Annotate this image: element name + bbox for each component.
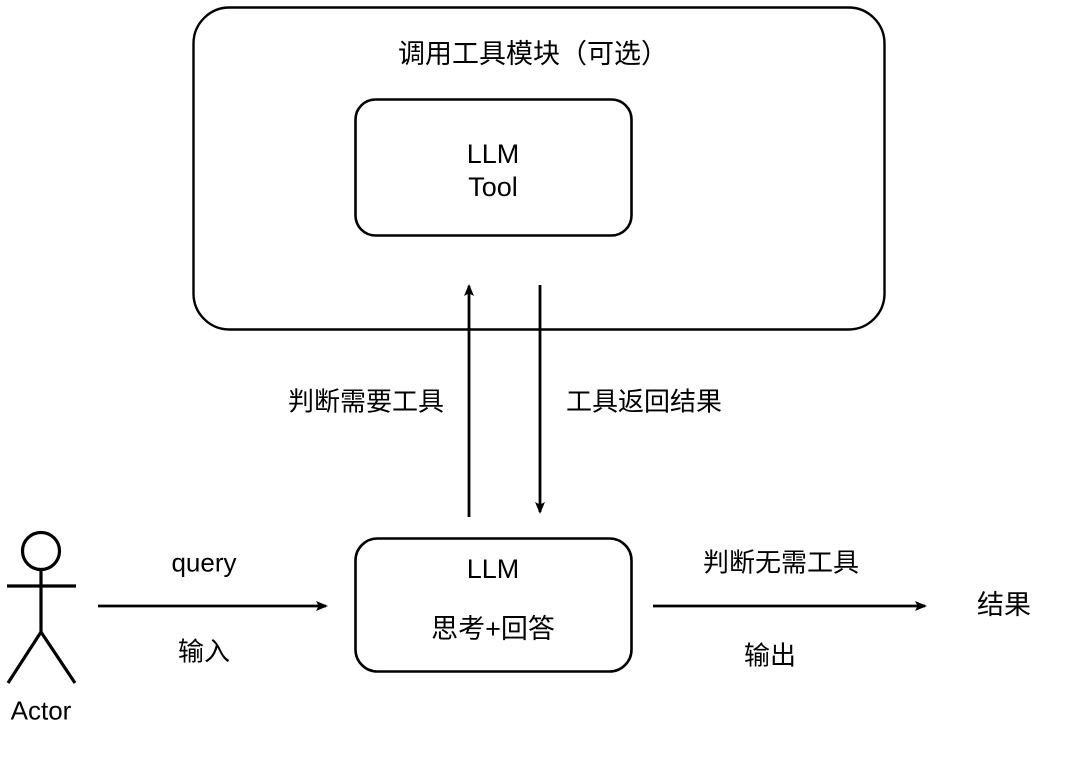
actor-leg-left (6, 631, 43, 684)
actor-leg-right (39, 631, 77, 684)
actor-label: Actor (10, 695, 72, 726)
actor-head-icon (20, 530, 62, 572)
edge-label-query: query (171, 547, 237, 578)
llm-tool-box (354, 98, 633, 237)
llm-main-label-line1: LLM (466, 554, 520, 585)
actor-figure (6, 530, 77, 684)
edge-label-input: 输入 (177, 636, 231, 667)
llm-tool-label-line1: LLM (466, 139, 520, 170)
llm-main-label-line2: 思考+回答 (431, 614, 555, 645)
llm-tool-label-line2: Tool (468, 172, 518, 203)
edge-label-output: 输出 (743, 640, 797, 671)
edge-label-no-tool-needed: 判断无需工具 (702, 547, 860, 578)
tool-module-title: 调用工具模块（可选） (398, 39, 668, 70)
edge-label-from-tool: 工具返回结果 (565, 386, 723, 417)
edge-label-to-tool: 判断需要工具 (287, 386, 445, 417)
result-label: 结果 (977, 590, 1031, 621)
llm-main-box (354, 537, 633, 673)
